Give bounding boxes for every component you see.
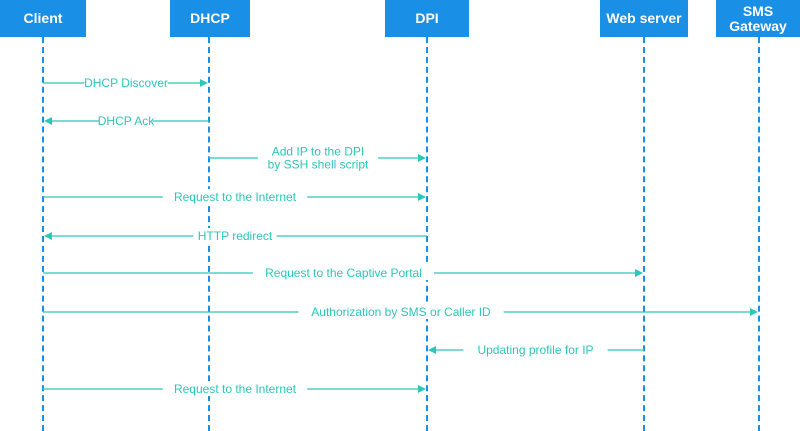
message-label: Request to the Captive Portal [265,266,422,280]
lifeline-web-server [643,37,645,431]
message-6: Authorization by SMS or Caller ID [43,304,758,319]
lifeline-client [42,37,44,431]
message-label-bg [193,228,277,243]
message-8: Request to the Internet [43,381,426,396]
arrowhead-icon [44,232,52,240]
actor-label-client: Client [23,10,63,26]
message-label-bg [463,342,608,357]
message-label: Add IP to the DPI [272,145,365,159]
message-label-bg [253,265,434,280]
arrowhead-icon [418,193,426,201]
message-3: Request to the Internet [43,189,426,204]
message-5: Request to the Captive Portal [43,265,643,280]
message-label: Request to the Internet [174,382,297,396]
arrowhead-icon [635,269,643,277]
arrowhead-icon [200,79,208,87]
message-label: by SSH shell script [268,158,369,172]
message-0: DHCP Discover [43,75,208,90]
actor-dpi: DPI [385,0,469,37]
message-label: DHCP Discover [84,76,168,90]
arrowhead-icon [44,117,52,125]
actor-dhcp: DHCP [170,0,250,37]
actor-label-dpi: DPI [415,10,439,26]
actor-label-web-server: Web server [606,10,682,26]
message-label-bg [258,143,378,172]
message-label-bg [162,189,308,204]
message-label: Authorization by SMS or Caller ID [311,305,491,319]
lifeline-dpi [426,37,428,431]
actor-sms-gateway: SMS Gateway [716,0,800,37]
message-label-bg [298,304,504,319]
actor-label-sms-gateway: SMS Gateway [729,2,787,34]
message-7: Updating profile for IP [428,342,644,357]
arrowhead-icon [418,154,426,162]
message-label-bg [162,381,308,396]
lifeline-sms-gateway [758,37,760,431]
message-label: HTTP redirect [198,229,273,243]
actor-web-server: Web server [600,0,688,37]
arrowhead-icon [428,346,436,354]
message-label-bg [84,75,168,90]
message-4: HTTP redirect [44,228,427,243]
message-1: DHCP Ack [44,113,209,128]
message-label: DHCP Ack [98,114,155,128]
arrowhead-icon [750,308,758,316]
actor-label-dhcp: DHCP [190,10,230,26]
message-label: Updating profile for IP [477,343,593,357]
arrowhead-icon [418,385,426,393]
message-label-bg [99,113,153,128]
actor-client: Client [0,0,86,37]
message-label: Request to the Internet [174,190,297,204]
